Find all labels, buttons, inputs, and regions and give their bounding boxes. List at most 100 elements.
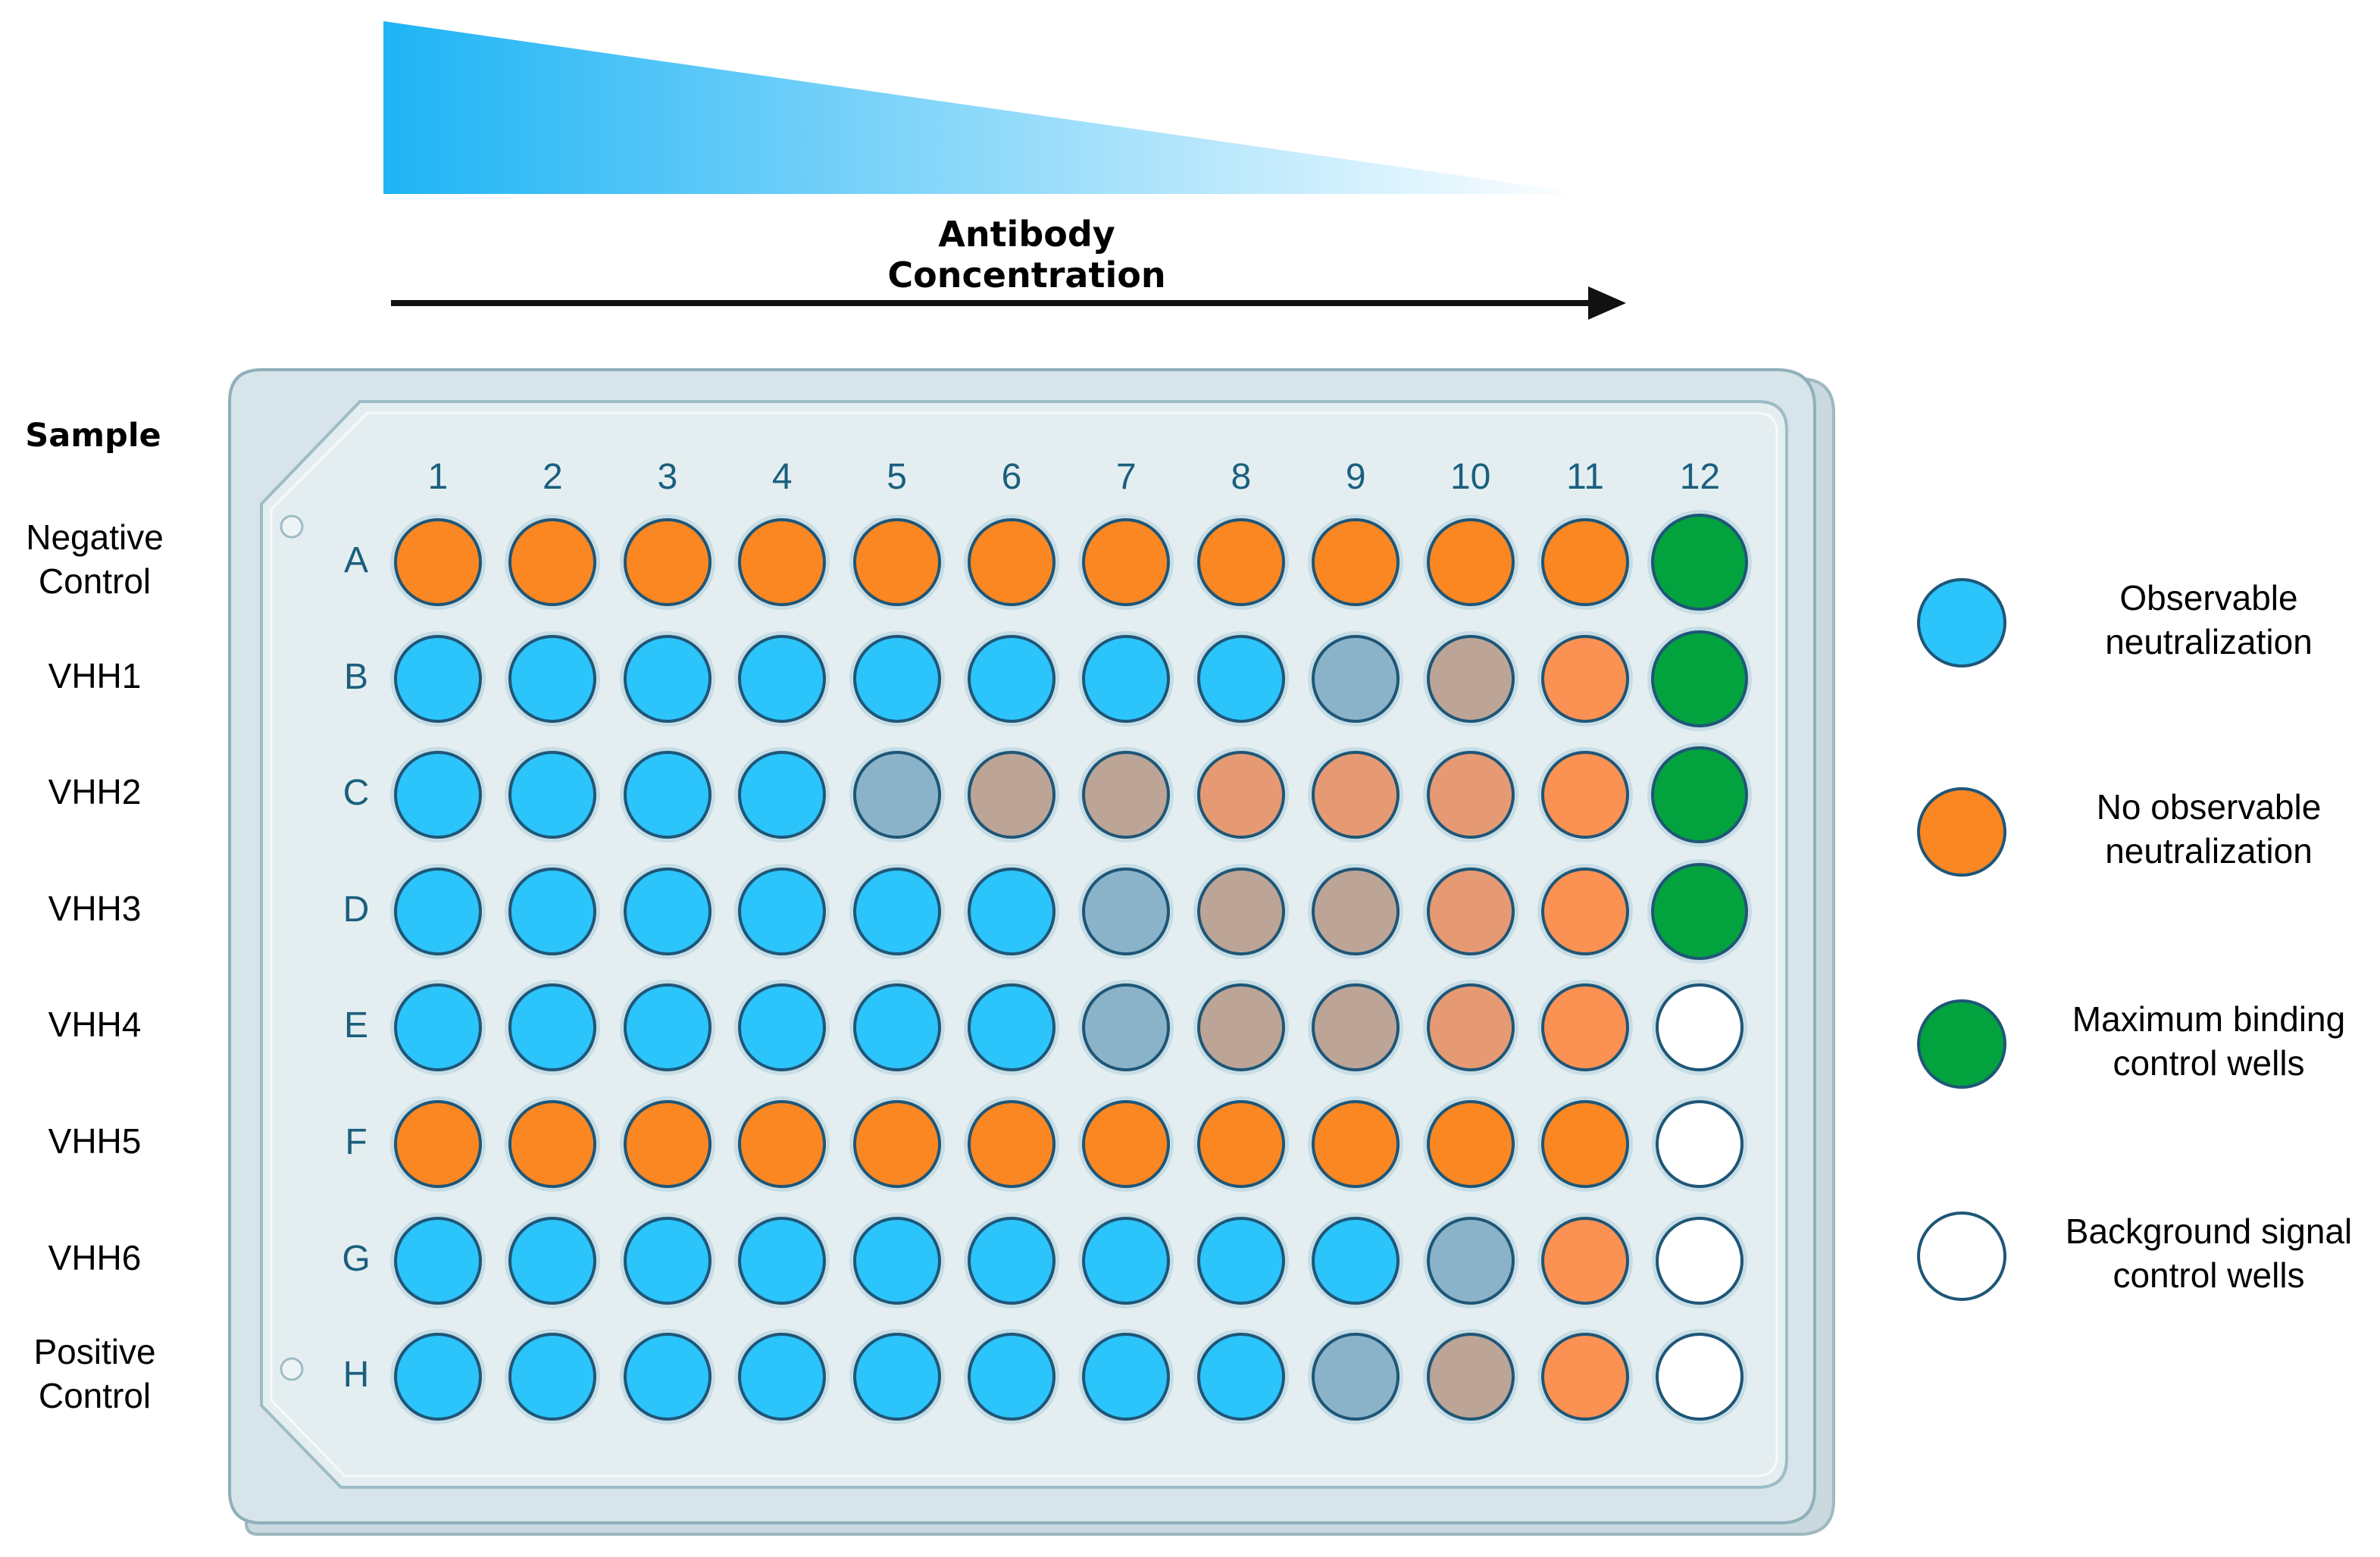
plate-notch-top	[280, 514, 304, 539]
well-C4	[738, 751, 827, 839]
legend-label-line: neutralization	[2105, 831, 2313, 871]
row-label-B: B	[343, 656, 368, 697]
legend-swatch	[1917, 999, 2006, 1089]
legend-swatch	[1917, 787, 2006, 877]
well-E12	[1656, 983, 1744, 1072]
well-G9	[1312, 1216, 1400, 1305]
sample-label-line: VHH6	[48, 1237, 142, 1277]
sample-label-line: Control	[38, 1376, 152, 1416]
sample-label-line: VHH5	[48, 1121, 142, 1161]
row-label-G: G	[342, 1238, 371, 1279]
legend-label-line: Observable	[2119, 578, 2298, 617]
plate-inner-edge	[270, 411, 1778, 1477]
sample-label-line: Negative	[26, 517, 164, 557]
sample-label-line: VHH4	[48, 1005, 142, 1045]
well-H10	[1426, 1333, 1515, 1421]
sample-label-line: VHH1	[48, 655, 142, 696]
well-G4	[738, 1216, 827, 1305]
well-H8	[1196, 1333, 1285, 1421]
well-D3	[623, 867, 711, 955]
well-G7	[1082, 1216, 1171, 1305]
row-label-F: F	[345, 1122, 367, 1162]
well-E5	[852, 983, 941, 1072]
well-F2	[508, 1100, 597, 1188]
plate-notch-bottom	[280, 1357, 304, 1381]
well-B9	[1312, 634, 1400, 723]
well-F4	[738, 1100, 827, 1188]
legend-swatch	[1917, 1212, 2006, 1301]
well-D9	[1312, 867, 1400, 955]
column-label-3: 3	[657, 457, 678, 497]
well-G6	[968, 1216, 1056, 1305]
concentration-arrow	[391, 286, 1626, 320]
well-F3	[623, 1100, 711, 1188]
column-label-5: 5	[887, 457, 907, 497]
sample-label: VHH6	[8, 1236, 182, 1280]
well-A10	[1426, 518, 1515, 606]
well-B2	[508, 634, 597, 723]
well-E9	[1312, 983, 1400, 1072]
well-E1	[394, 983, 482, 1072]
well-C6	[968, 751, 1056, 839]
well-B5	[852, 634, 941, 723]
well-A2	[508, 518, 597, 606]
well-H3	[623, 1333, 711, 1421]
well-F9	[1312, 1100, 1400, 1188]
well-B3	[623, 634, 711, 723]
column-label-10: 10	[1450, 457, 1491, 497]
well-H6	[968, 1333, 1056, 1421]
well-C1	[394, 751, 482, 839]
sample-label-line: VHH2	[48, 772, 142, 812]
column-label-9: 9	[1345, 457, 1366, 497]
well-A7	[1082, 518, 1171, 606]
legend-swatch	[1917, 578, 2006, 668]
legend-label-line: No observable	[2096, 787, 2322, 827]
well-A12	[1651, 514, 1749, 611]
well-F7	[1082, 1100, 1171, 1188]
sample-label: VHH4	[8, 1002, 182, 1046]
well-C7	[1082, 751, 1171, 839]
well-B4	[738, 634, 827, 723]
sample-title: Sample	[25, 417, 161, 455]
row-label-E: E	[343, 1005, 368, 1046]
row-label-A: A	[343, 540, 368, 580]
well-E4	[738, 983, 827, 1072]
well-H11	[1541, 1333, 1629, 1421]
well-H2	[508, 1333, 597, 1421]
well-D11	[1541, 867, 1629, 955]
column-label-1: 1	[427, 457, 449, 497]
well-A5	[852, 518, 941, 606]
well-G3	[623, 1216, 711, 1305]
column-label-11: 11	[1566, 457, 1604, 497]
well-E2	[508, 983, 597, 1072]
well-F10	[1426, 1100, 1515, 1188]
well-B12	[1651, 630, 1749, 727]
well-G11	[1541, 1216, 1629, 1305]
sample-label: VHH1	[8, 654, 182, 698]
well-E8	[1196, 983, 1285, 1072]
well-G5	[852, 1216, 941, 1305]
well-G1	[394, 1216, 482, 1305]
row-label-H: H	[342, 1355, 370, 1396]
well-H4	[738, 1333, 827, 1421]
well-A9	[1312, 518, 1400, 606]
well-B1	[394, 634, 482, 723]
well-D2	[508, 867, 597, 955]
column-label-6: 6	[1001, 457, 1022, 497]
well-C2	[508, 751, 597, 839]
well-H9	[1312, 1333, 1400, 1421]
well-A3	[623, 518, 711, 606]
well-D12	[1651, 862, 1749, 960]
well-D1	[394, 867, 482, 955]
row-label-D: D	[342, 889, 370, 930]
sample-label-line: Control	[38, 561, 152, 601]
concentration-label: Antibody Concentration	[887, 214, 1166, 295]
column-label-7: 7	[1116, 457, 1137, 497]
sample-label-line: VHH3	[48, 888, 142, 928]
legend-label-line: control wells	[2113, 1255, 2305, 1295]
legend-label-line: neutralization	[2105, 622, 2313, 661]
